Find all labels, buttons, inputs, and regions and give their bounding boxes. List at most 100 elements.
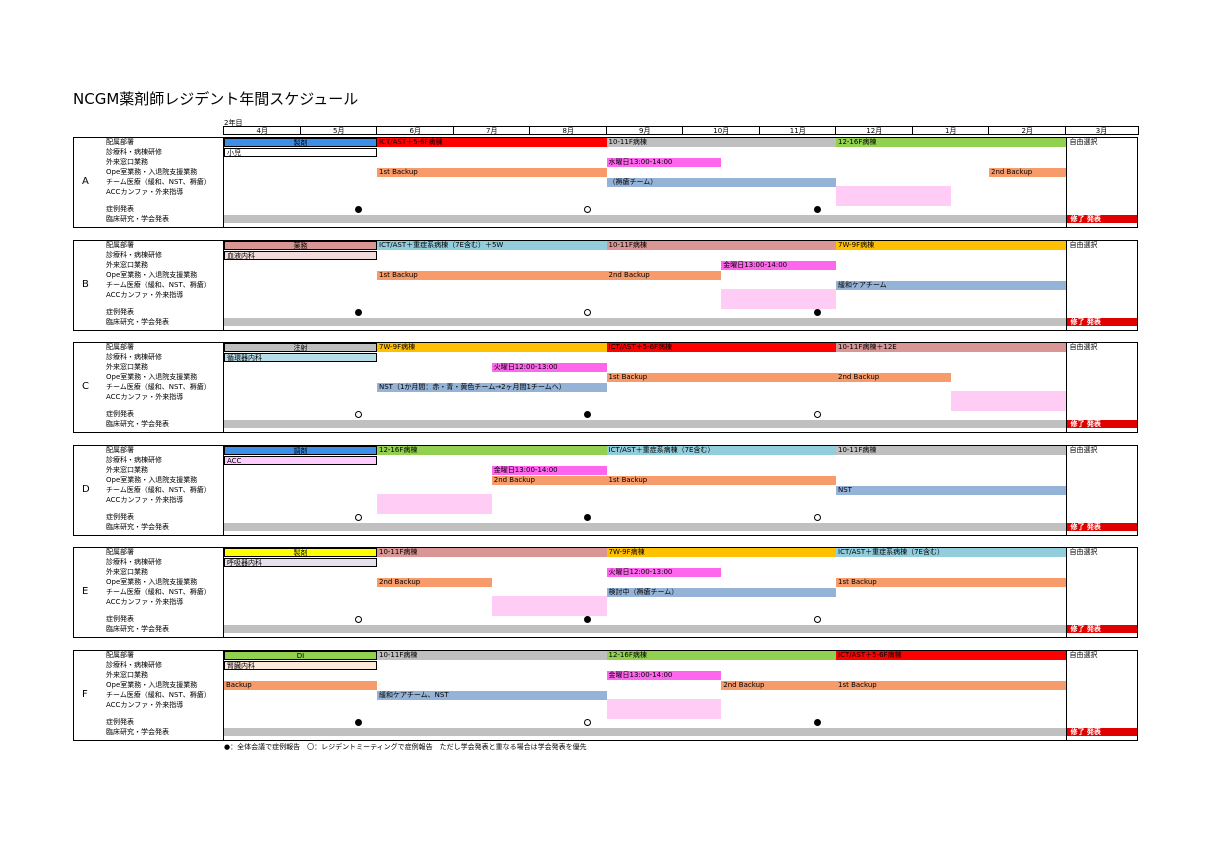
row-label: 臨床研究・学会発表 [106,215,169,223]
ope-backup-bar: 1st Backup [606,373,836,382]
ope-backup-bar: Backup [224,681,377,690]
outpatient-bar: 金曜日13:00-14:00 [606,671,722,680]
row-label: 診療科・病棟研修 [106,251,162,259]
grid-divider [1065,548,1067,637]
group-letter: A [82,176,89,187]
assignment-bar: ICT/AST＋重症系病棟（7E含む）＋5W [377,241,607,250]
assignment-bar: 薬務 [224,241,377,250]
row-label: チーム医療（緩和、NST、褥瘡） [106,178,211,186]
row-label: 外来窓口業務 [106,363,148,371]
grid-divider [223,138,224,227]
completion-presentation-badge: 修了 発表 [1066,318,1137,326]
row-label: 診療科・病棟研修 [106,148,162,156]
grid-divider [1065,343,1067,432]
assignment-bar: 7W-9F病棟 [377,343,607,352]
row-label: 配属部署 [106,548,134,556]
team-medicine-bar: 緩和ケアチーム [836,281,1066,290]
month-header-cell: 2月 [988,126,1066,135]
team-medicine-bar: 緩和ケアチーム、NST [377,691,607,700]
grid-divider [1065,138,1067,227]
group-letter: B [82,279,89,290]
ope-backup-bar: 2nd Backup [491,476,607,485]
row-label: Ope室業務・入退院支援業務 [106,373,198,381]
free-choice-label: 自由選択 [1069,651,1098,659]
hollow-circle-icon [813,411,821,418]
filled-circle-icon [813,309,821,316]
filled-circle-icon [813,206,821,213]
row-label: 外来窓口業務 [106,261,148,269]
row-label: 臨床研究・学会発表 [106,523,169,531]
page-title: NCGM薬剤師レジデント年間スケジュール [73,90,359,108]
completion-presentation-badge: 修了 発表 [1066,728,1137,736]
acc-conference-bar [836,186,951,206]
ward-training-bar: 循環器内科 [224,353,377,362]
row-label: Ope室業務・入退院支援業務 [106,168,198,176]
group-letter: F [82,689,88,700]
row-label: ACCカンファ・外来指導 [106,701,184,709]
row-label: 診療科・病棟研修 [106,353,162,361]
row-label: 配属部署 [106,241,134,249]
research-strip [224,420,1066,428]
row-label: チーム医療（緩和、NST、褥瘡） [106,691,211,699]
ward-training-bar: 腎臓内科 [224,661,377,670]
row-label: 外来窓口業務 [106,158,148,166]
group-letter: D [82,484,90,495]
row-label: 臨床研究・学会発表 [106,625,169,633]
team-medicine-bar: 検討中（褥瘡チーム） [606,588,836,597]
ope-backup-bar: 1st Backup [377,168,607,177]
month-header-cell: 5月 [299,126,377,135]
grid-divider [223,651,224,740]
footnote: ●：全体会議で症例報告 〇：レジデントミーティングで症例報告 ただし学会発表と重… [224,743,587,751]
row-label: 症例発表 [106,513,134,521]
grid-divider [223,343,224,432]
row-label: 臨床研究・学会発表 [106,728,169,736]
research-strip [224,523,1066,531]
filled-circle-icon [354,309,362,316]
free-choice-label: 自由選択 [1069,446,1098,454]
row-label: 臨床研究・学会発表 [106,420,169,428]
team-medicine-bar: （褥瘡チーム） [606,178,836,187]
group-letter: C [82,381,89,392]
research-strip [224,625,1066,633]
filled-circle-icon [584,514,592,521]
free-choice-label: 自由選択 [1069,548,1098,556]
row-label: 症例発表 [106,615,134,623]
ope-backup-bar: 1st Backup [836,681,1066,690]
ward-training-bar: 呼吸器内科 [224,558,377,567]
completion-presentation-badge: 修了 発表 [1066,420,1137,428]
research-strip [224,318,1066,326]
row-label: チーム医療（緩和、NST、褥瘡） [106,486,211,494]
ope-backup-bar: 1st Backup [377,271,607,280]
completion-presentation-badge: 修了 発表 [1066,625,1137,633]
assignment-bar: 10-11F病棟 [606,241,836,250]
assignment-bar: DI [224,651,377,660]
assignment-bar: 10-11F病棟 [377,548,607,557]
month-header-cell: 9月 [605,126,683,135]
row-label: チーム医療（緩和、NST、褥瘡） [106,281,211,289]
year-label: 2年目 [224,119,243,127]
assignment-bar: ICT/AST＋5-6F病棟 [606,343,836,352]
row-label: 配属部署 [106,446,134,454]
team-medicine-bar: NST（1か月間：赤・青・黄色チーム→2ヶ月間1チームへ） [377,383,607,392]
grid-divider [223,548,224,637]
free-choice-label: 自由選択 [1069,241,1098,249]
assignment-bar: 10-11F病棟 [836,446,1066,455]
month-header-cell: 8月 [529,126,607,135]
row-label: チーム医療（緩和、NST、褥瘡） [106,383,211,391]
hollow-circle-icon [813,616,821,623]
research-strip [224,215,1066,223]
month-header-cell: 11月 [758,126,836,135]
assignment-bar: ICT/AST＋重症系病棟（7E含む） [836,548,1066,557]
assignment-bar: ICT/AST＋5-6F病棟 [377,138,607,147]
assignment-bar: 製剤 [224,138,377,147]
research-strip [224,728,1066,736]
row-label: 診療科・病棟研修 [106,558,162,566]
assignment-bar: 12-16F病棟 [606,651,836,660]
row-label: ACCカンファ・外来指導 [106,598,184,606]
grid-divider [223,446,224,535]
grid-divider [1065,446,1067,535]
